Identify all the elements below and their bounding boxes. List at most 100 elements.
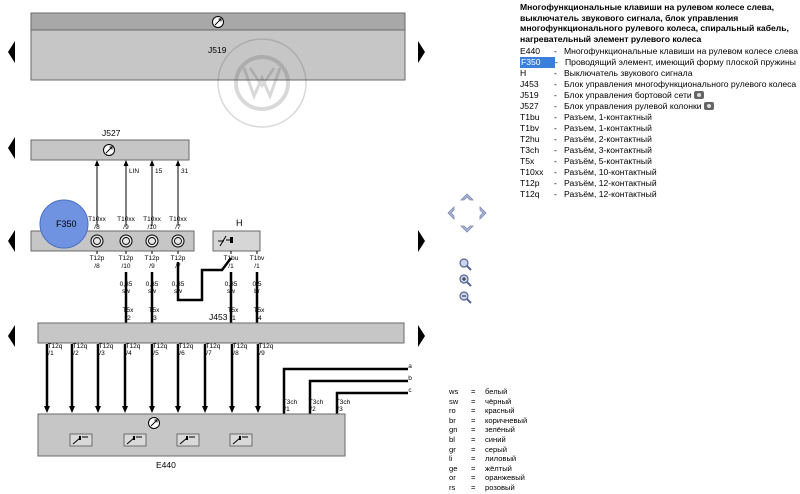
connector-pin: /3 [99,350,105,357]
connector-name: T10xx [143,216,161,223]
prev-page-arrow-icon[interactable] [8,325,15,347]
legend-description-text: Разъем, 1-контактный [564,123,652,133]
legend-item-t5x[interactable]: T5x-Разъём, 5-контактный [520,156,798,167]
wire-color-or: or=оранжевый [449,473,527,483]
legend-item-j519[interactable]: J519-Блок управления бортовой сети [520,90,798,101]
zoom-reset-icon[interactable] [458,257,472,271]
prev-page-arrow-icon[interactable] [8,137,15,159]
legend-item-f350[interactable]: F350-Проводящий элемент, имеющий форму п… [520,57,798,68]
equals-sign: = [471,406,476,416]
wire-color: sw [148,288,156,295]
legend-dash: - [554,90,557,100]
zoom-in-icon[interactable] [458,273,472,287]
next-page-arrow-icon[interactable] [418,41,425,63]
pan-left-icon[interactable] [447,206,455,220]
zoom-out-icon[interactable] [458,290,472,304]
connector-name: T12q [126,343,141,350]
switch-button [186,436,188,440]
color-name: серый [485,444,507,454]
legend-item-t1bv[interactable]: T1bv -Разъем, 1-контактный [520,123,798,134]
legend-description-text: Проводящий элемент, имеющий форму плоско… [565,57,796,67]
legend-dash: - [554,46,557,56]
wire-arrow-icon [175,406,181,413]
equals-sign: = [471,434,476,444]
legend-title-line: Многофункциональные клавиши на рулевом к… [520,2,775,12]
pan-control[interactable] [446,192,488,234]
connector-pin: /1 [284,406,290,413]
next-page-arrow-icon[interactable] [418,230,425,252]
connector-name: T12p [119,255,134,262]
legend-item-t2hu[interactable]: T2hu-Разъём, 2-контактный [520,134,798,145]
equals-sign: = [471,425,476,435]
wire-arrow-icon [69,406,75,413]
camera-icon[interactable] [693,91,704,99]
connector-name: T12q [99,343,114,350]
equals-sign: = [471,454,476,464]
pan-right-icon[interactable] [479,206,487,220]
legend-item-j453[interactable]: J453-Блок управления многофункциональног… [520,79,798,90]
wire-b [308,379,408,410]
legend-code: J519 [520,90,539,100]
color-code: ro [449,406,456,416]
legend-item-t12q[interactable]: T12q-Разъём, 12-контактный [520,189,798,200]
legend-title-line: нагревательный элемент рулевого колеса [520,33,702,44]
legend-item-t12p[interactable]: T12p-Разъём, 12-контактный [520,178,798,189]
legend-item-t3ch[interactable]: T3ch-Разъём, 3-контактный [520,145,798,156]
wire-size: 0,5 [252,281,261,288]
legend-code: F350 [520,57,555,68]
legend-description-text: Разъем, 1-контактный [564,112,652,122]
legend-code: T1bv [520,123,540,133]
pan-up-icon[interactable] [460,193,474,201]
legend-item-j527[interactable]: J527-Блок управления рулевой колонки [520,101,798,112]
color-code: gn [449,425,458,435]
legend-description: Разъём, 12-контактный [564,178,798,189]
color-code: sw [449,396,459,406]
legend-item-h[interactable]: H-Выключатель звукового сигнала [520,68,798,79]
wire-arrow-icon [44,406,50,413]
legend-description: Блок управления рулевой колонки [564,101,798,112]
prev-page-arrow-icon[interactable] [8,41,15,63]
connector-name: T12q [206,343,221,350]
legend-code: J453 [520,79,539,89]
j453-block [37,322,405,344]
spring-contact-icon [145,234,159,248]
legend-item-t1bu[interactable]: T1bu-Разъем, 1-контактный [520,112,798,123]
connector-pin: /2 [73,350,79,357]
color-name: лиловый [485,454,517,464]
legend-dash: - [554,156,557,166]
prev-page-arrow-icon[interactable] [8,230,15,252]
connector-name: T5x [254,307,266,314]
legend-items: E440-Многофункциональные клавиши на руле… [520,46,798,200]
legend-description-text: Блок управления рулевой колонки [564,101,702,111]
f350-label: F350 [56,219,77,229]
legend-dash: - [554,123,557,133]
legend-description-text: Выключатель звукового сигнала [564,68,693,78]
connector-name: T3ch [309,399,324,406]
pan-down-icon[interactable] [460,225,474,233]
legend-item-e440[interactable]: E440-Многофункциональные клавиши на руле… [520,46,798,57]
connector-name: T10xx [88,216,106,223]
connector-name: T5x [123,307,135,314]
legend-description: Разъем, 1-контактный [564,112,798,123]
wire-color-br: br=коричневый [449,416,527,426]
connector-name: T3ch [283,399,298,406]
camera-icon[interactable] [703,102,714,110]
ground-arrow-icon [105,146,113,154]
wire-color-gn: gn=зелёный [449,425,527,435]
connector-pin: /8 [94,224,100,231]
legend-item-t10xx[interactable]: T10xx-Разъём, 10-контактный [520,167,798,178]
wire-arrow-icon [175,160,181,166]
color-code: ws [449,387,459,396]
wire-arrow-icon [149,406,155,413]
color-name: синий [485,434,506,444]
wire-size: 0,35 [146,281,159,288]
wire-size: 0,35 [225,281,238,288]
wire-a [282,367,408,410]
f350-contacts [90,234,185,248]
wire-arrow-icon [255,406,261,413]
legend-dash: - [554,101,557,111]
wire-arrow-icon [229,406,235,413]
connector-pin: /4 [256,315,262,322]
next-page-arrow-icon[interactable] [418,325,425,347]
